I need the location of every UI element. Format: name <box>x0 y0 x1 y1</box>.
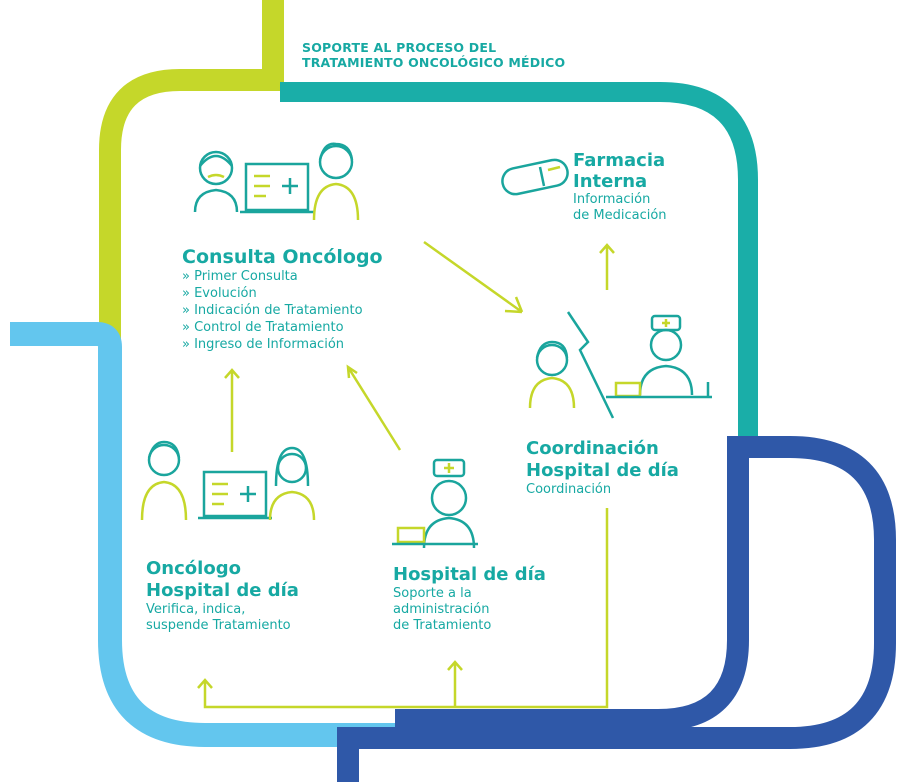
divider-zigzag <box>566 311 615 419</box>
coordinacion-title-line2: Hospital de día <box>526 460 679 481</box>
oncologo-title-line1: Oncólogo <box>146 558 241 579</box>
consulta-item: » Evolución <box>182 286 257 301</box>
doctor-icon <box>268 446 316 521</box>
farmacia-desc-line2: de Medicación <box>573 208 667 223</box>
nurse-icon <box>422 458 476 549</box>
frame-bands <box>10 0 896 782</box>
coordinacion-desc: Coordinación <box>526 482 612 497</box>
farmacia-title-line1: Farmacia <box>573 150 666 171</box>
nurse-icon <box>638 314 710 396</box>
hospital-desc-line2: administración <box>393 602 490 617</box>
diagram-title-line2: TRATAMIENTO ONCOLÓGICO MÉDICO <box>302 55 566 70</box>
navy-band <box>337 436 896 782</box>
flow-arrows <box>197 240 615 709</box>
arrow-coordinacion-to-farmacia <box>599 243 615 290</box>
oncologo-title-line2: Hospital de día <box>146 580 299 601</box>
patient-icon <box>312 142 360 221</box>
monitor-icon <box>240 162 314 214</box>
consulta-item: » Ingreso de Información <box>182 337 345 352</box>
oncologo-icon <box>140 440 316 521</box>
hospital-node: Hospital de día Soporte a la administrac… <box>393 564 546 634</box>
farmacia-node: Farmacia Interna Información de Medicaci… <box>573 150 667 224</box>
arrow-consulta-to-coordinacion <box>423 240 524 314</box>
hospital-desc-line1: Soporte a la <box>393 586 472 601</box>
diagram-title-line1: SOPORTE AL PROCESO DEL <box>302 40 497 55</box>
consulta-item: » Primer Consulta <box>182 269 298 284</box>
arrow-hospital-to-consulta <box>346 364 402 451</box>
keyboard-icon <box>606 381 712 399</box>
consulta-title: Consulta Oncólogo <box>182 246 383 268</box>
oncologo-desc-line2: suspende Tratamiento <box>146 618 291 633</box>
teal-band <box>280 82 758 447</box>
oncologo-node: Oncólogo Hospital de día Verifica, indic… <box>146 558 299 634</box>
coordinacion-title-line1: Coordinación <box>526 438 659 459</box>
doctor-icon <box>193 150 239 213</box>
patient-icon <box>140 440 188 521</box>
keyboard-icon <box>392 526 478 546</box>
hospital-icon <box>392 458 478 549</box>
consulta-node: Consulta Oncólogo » Primer Consulta » Ev… <box>182 246 383 353</box>
coordinacion-icon <box>528 311 712 419</box>
hospital-desc-line3: de Tratamiento <box>393 618 492 633</box>
monitor-icon <box>198 470 272 520</box>
light-blue-band <box>10 322 400 747</box>
pill-icon <box>501 158 569 196</box>
arrow-oncologo-to-consulta <box>224 368 240 452</box>
farmacia-desc-line1: Información <box>573 192 651 207</box>
hospital-title: Hospital de día <box>393 564 546 585</box>
lime-band <box>99 0 284 362</box>
consulta-item: » Control de Tratamiento <box>182 320 344 335</box>
arrow-return-loop <box>197 508 609 709</box>
patient-icon <box>528 340 576 409</box>
diagram-title: SOPORTE AL PROCESO DEL TRATAMIENTO ONCOL… <box>302 40 565 70</box>
consulta-item: » Indicación de Tratamiento <box>182 303 363 318</box>
farmacia-title-line2: Interna <box>573 171 648 192</box>
coordinacion-node: Coordinación Hospital de día Coordinació… <box>526 438 679 498</box>
consulta-icon <box>193 142 360 221</box>
consulta-list: » Primer Consulta » Evolución » Indicaci… <box>182 268 383 353</box>
oncologo-desc-line1: Verifica, indica, <box>146 602 246 617</box>
